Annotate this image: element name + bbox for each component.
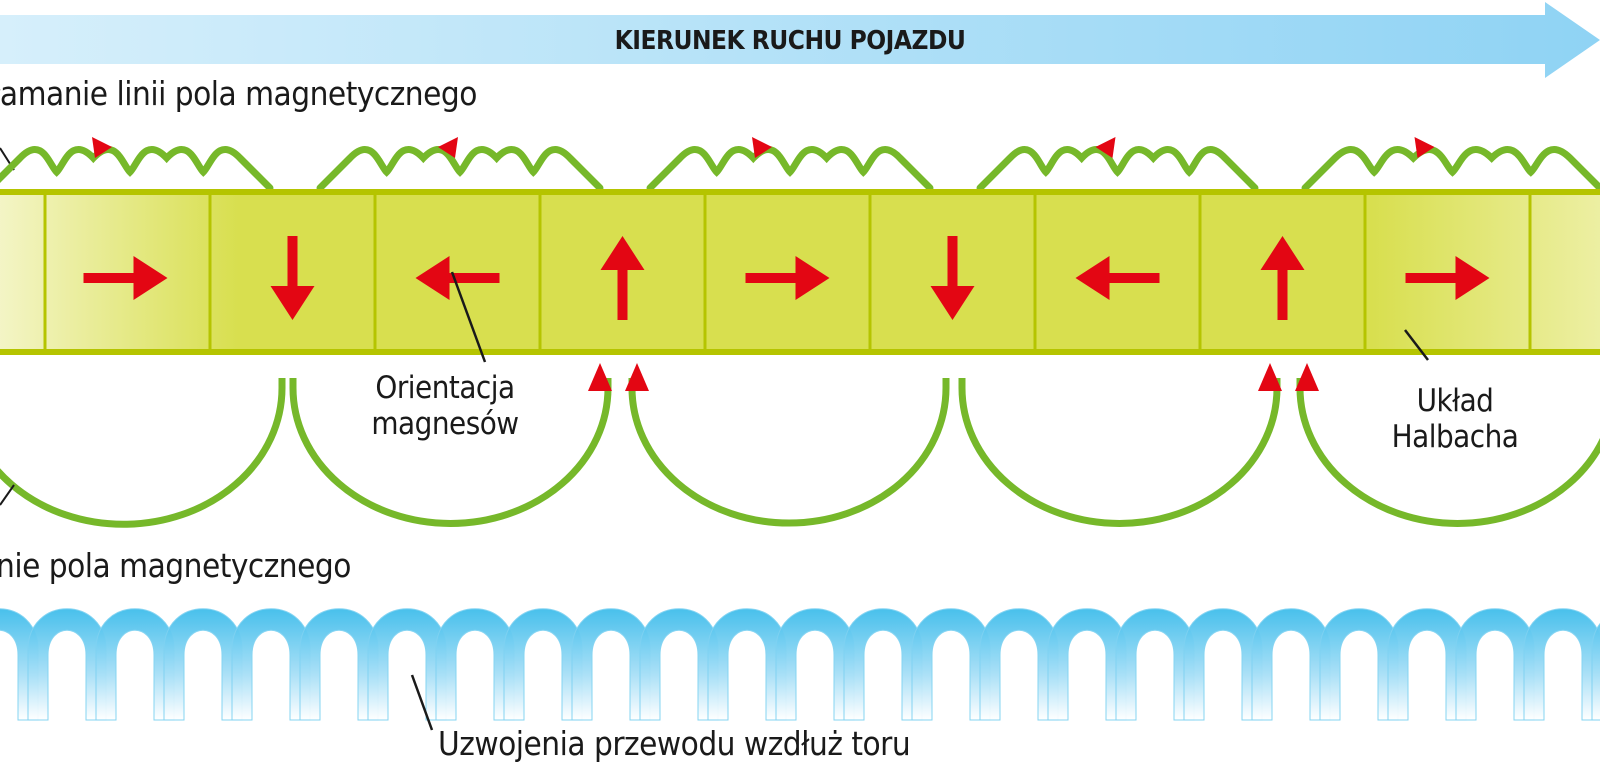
magnet-arrow-right-icon xyxy=(83,256,168,300)
arrow-shape xyxy=(415,256,500,300)
field-direction-arrow-icon xyxy=(1295,363,1319,391)
coil-turn xyxy=(1183,608,1263,721)
lower-field-line xyxy=(1296,378,1600,527)
coil-turn xyxy=(843,608,923,721)
arrow-shape xyxy=(1405,256,1490,300)
coil-turn xyxy=(1455,608,1535,721)
lower-field-lines xyxy=(0,363,1600,528)
lower-field-line xyxy=(0,378,286,528)
orientation-label-line1: Orientacja xyxy=(375,370,515,406)
coils-label: Uzwojenia przewodu wzdłuż toru xyxy=(438,724,911,763)
coil-turn xyxy=(503,608,583,721)
magnet-arrow-left-icon xyxy=(1075,256,1160,300)
coil-turn xyxy=(571,608,651,721)
lower-field-line xyxy=(628,378,950,527)
lower-label-leader xyxy=(0,484,15,506)
lower-field-label: nie pola magnetycznego xyxy=(0,546,351,585)
magnet-arrow-down-icon xyxy=(930,236,975,320)
upper-field-line xyxy=(646,146,934,192)
field-direction-arrow-icon xyxy=(1258,363,1282,391)
coil-turn xyxy=(231,608,311,721)
lower-field-line xyxy=(958,378,1281,527)
coil-turn xyxy=(1251,608,1331,721)
magnet-arrow-up-icon xyxy=(600,236,645,320)
field-direction-arrow-icon xyxy=(625,363,649,391)
coil-leader xyxy=(410,674,434,731)
coil-turn xyxy=(1319,608,1399,721)
arrow-shape xyxy=(930,236,975,320)
upper-field-lines xyxy=(0,137,1600,192)
magnet-arrow-up-icon xyxy=(1260,236,1305,320)
orientation-label-line2: magnesów xyxy=(371,406,519,442)
arrow-shape xyxy=(745,256,830,300)
coil-turn xyxy=(435,608,515,721)
coil-turn xyxy=(639,608,719,721)
magnet-arrow-left-icon xyxy=(415,256,500,300)
field-direction-arrow-icon xyxy=(588,363,612,391)
lower-field-line xyxy=(289,378,612,527)
upper-field-line xyxy=(0,146,274,192)
halbach-label: Układ Halbacha xyxy=(1355,383,1555,455)
coil-turn xyxy=(979,608,1059,721)
direction-title: KIERUNEK RUCHU POJAZDU xyxy=(614,26,966,56)
arrow-shape xyxy=(1075,256,1160,300)
coil-turn xyxy=(95,608,175,721)
direction-arrow-banner xyxy=(0,2,1600,78)
field-direction-arrow-icon xyxy=(438,137,458,158)
field-direction-arrow-icon xyxy=(1095,137,1116,158)
coil-turn xyxy=(1523,608,1600,721)
halbach-label-line2: Halbacha xyxy=(1391,419,1519,455)
coil-turn xyxy=(367,608,447,721)
magnet-arrow-down-icon xyxy=(270,236,315,320)
coil-turn xyxy=(1387,608,1467,721)
coil-turn xyxy=(1115,608,1195,721)
magnet-cells xyxy=(43,194,1532,350)
coil-turn xyxy=(1047,608,1127,721)
upper-field-line xyxy=(1301,146,1600,192)
arrow-shape xyxy=(270,236,315,320)
field-direction-arrow-icon xyxy=(752,137,772,158)
field-direction-arrow-icon xyxy=(92,137,112,158)
orientation-label: Orientacja magnesów xyxy=(345,370,545,442)
field-direction-arrow-icon xyxy=(1414,137,1435,158)
coil-turn xyxy=(775,608,855,721)
magnet-arrow-right-icon xyxy=(1405,256,1490,300)
magnet-arrow-right-icon xyxy=(745,256,830,300)
coil-turn xyxy=(163,608,243,721)
upper-field-label: łamanie linii pola magnetycznego xyxy=(0,74,477,113)
orientation-leader xyxy=(450,271,487,363)
halbach-leader xyxy=(1404,329,1429,361)
arrow-shape xyxy=(1260,236,1305,320)
track-coil xyxy=(0,608,1600,721)
coil-turn xyxy=(911,608,991,721)
coil-turn xyxy=(27,608,107,721)
halbach-label-line1: Układ xyxy=(1416,383,1494,419)
upper-field-line xyxy=(316,146,604,192)
upper-field-line xyxy=(976,146,1259,192)
coil-turn xyxy=(1591,623,1600,721)
coil-turn xyxy=(707,608,787,721)
arrow-shape xyxy=(600,236,645,320)
arrow-shape xyxy=(83,256,168,300)
coil-turn xyxy=(299,608,379,721)
